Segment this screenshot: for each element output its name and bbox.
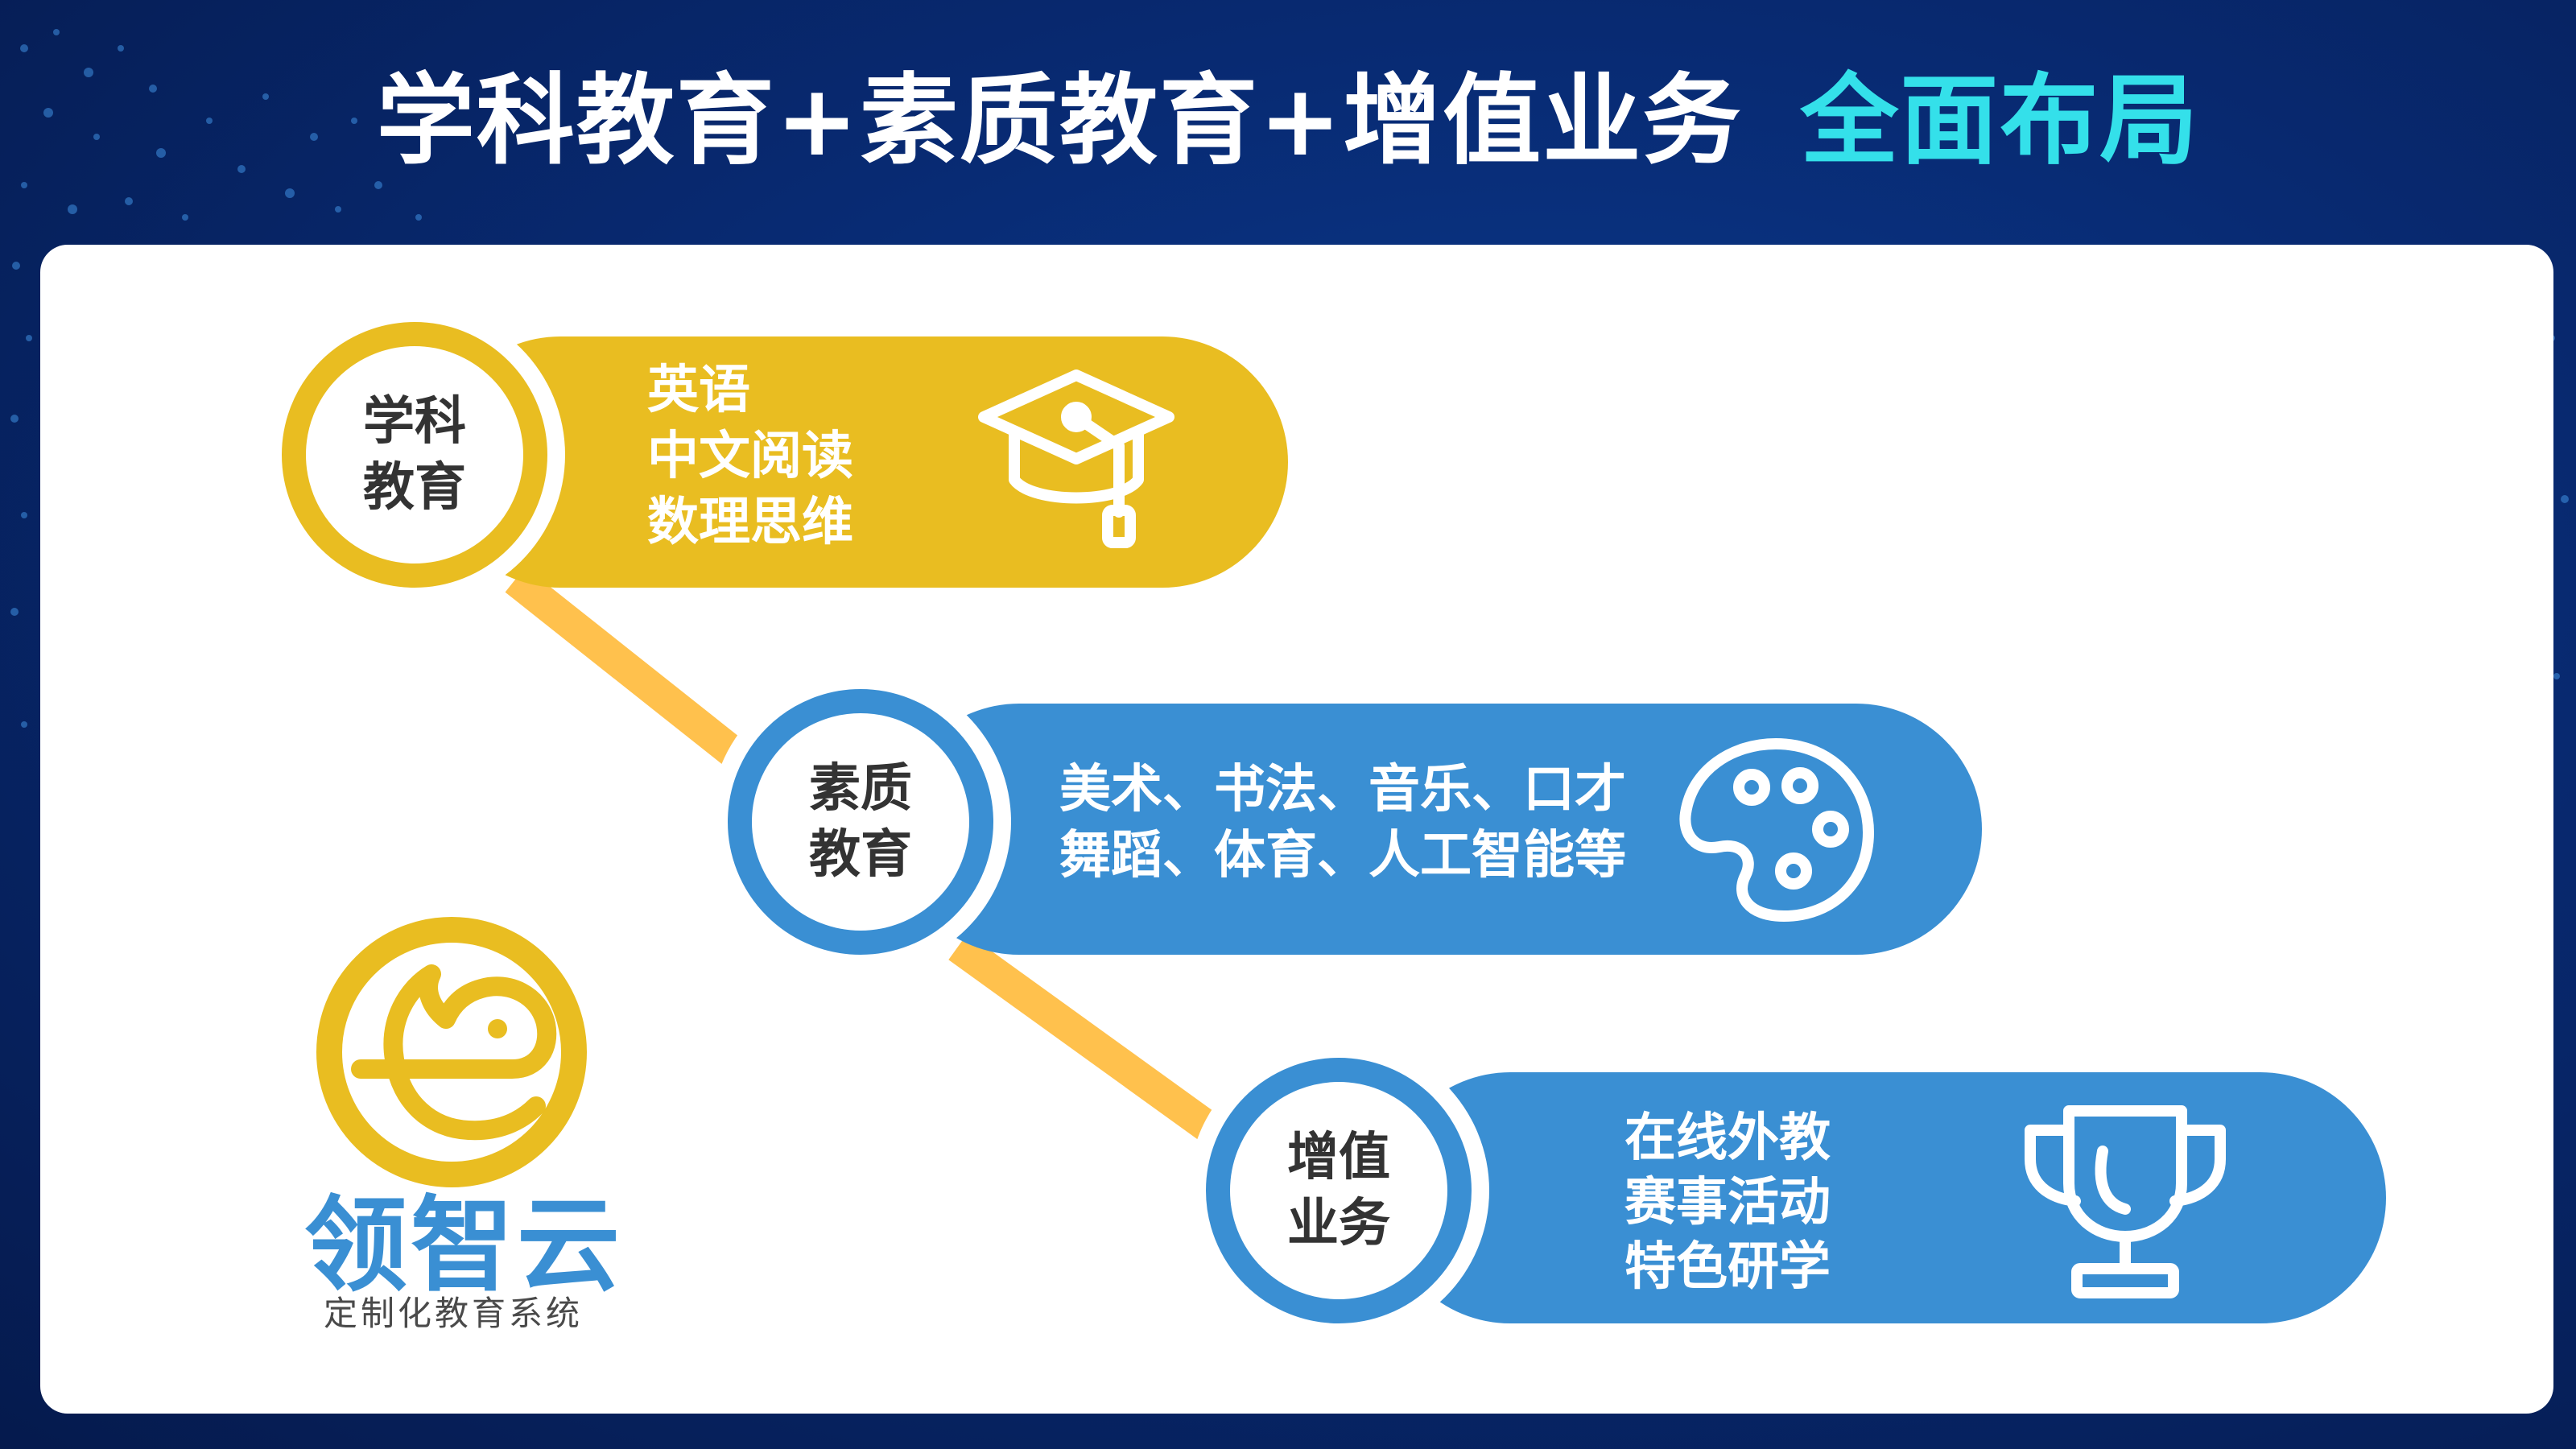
list-item: 中文阅读 (647, 427, 853, 486)
connector-line-1 (505, 567, 759, 778)
node-label-line: 增值 (1287, 1128, 1390, 1187)
pill-value-added-services (1385, 1072, 2386, 1323)
list-item: 数理思维 (647, 493, 853, 552)
trophy-icon (2025, 1105, 2226, 1298)
quality-items: 美术、书法、音乐、口才 舞蹈、体育、人工智能等 (1059, 757, 1626, 889)
connector-line-2 (948, 933, 1233, 1152)
node-quality-education: 素质 教育 (728, 689, 993, 955)
subject-items: 英语 中文阅读 数理思维 (647, 357, 853, 555)
node-label-line: 学科 (363, 392, 466, 452)
list-item: 英语 (647, 361, 750, 420)
brand-tagline: 定制化教育系统 (323, 1294, 583, 1333)
title-highlight: 全面布局 (1800, 64, 2200, 178)
node-label-line: 业务 (1287, 1194, 1390, 1253)
node-label-line: 素质 (809, 759, 912, 819)
list-item: 舞蹈、体育、人工智能等 (1059, 826, 1626, 886)
list-item: 赛事活动 (1624, 1173, 1831, 1232)
title-main: 学科教育+素质教育+增值业务 (376, 64, 1743, 178)
node-label-line: 教育 (363, 458, 466, 518)
graduation-cap-icon (978, 369, 1174, 548)
node-value-added-services: 增值 业务 (1206, 1058, 1472, 1323)
list-item: 美术、书法、音乐、口才 (1059, 760, 1626, 819)
node-subject-education: 学科 教育 (282, 322, 547, 588)
list-item: 在线外教 (1624, 1108, 1831, 1168)
pill-subject-education (435, 336, 1288, 588)
e-logo-icon (316, 917, 587, 1187)
node-label-line: 教育 (809, 825, 912, 885)
palette-icon (1679, 738, 1874, 922)
value-added-items: 在线外教 赛事活动 特色研学 (1624, 1106, 1831, 1299)
slide-title: 学科教育+素质教育+增值业务全面布局 (0, 48, 2576, 193)
brand-name: 领智云 (304, 1186, 624, 1306)
list-item: 特色研学 (1624, 1237, 1831, 1297)
